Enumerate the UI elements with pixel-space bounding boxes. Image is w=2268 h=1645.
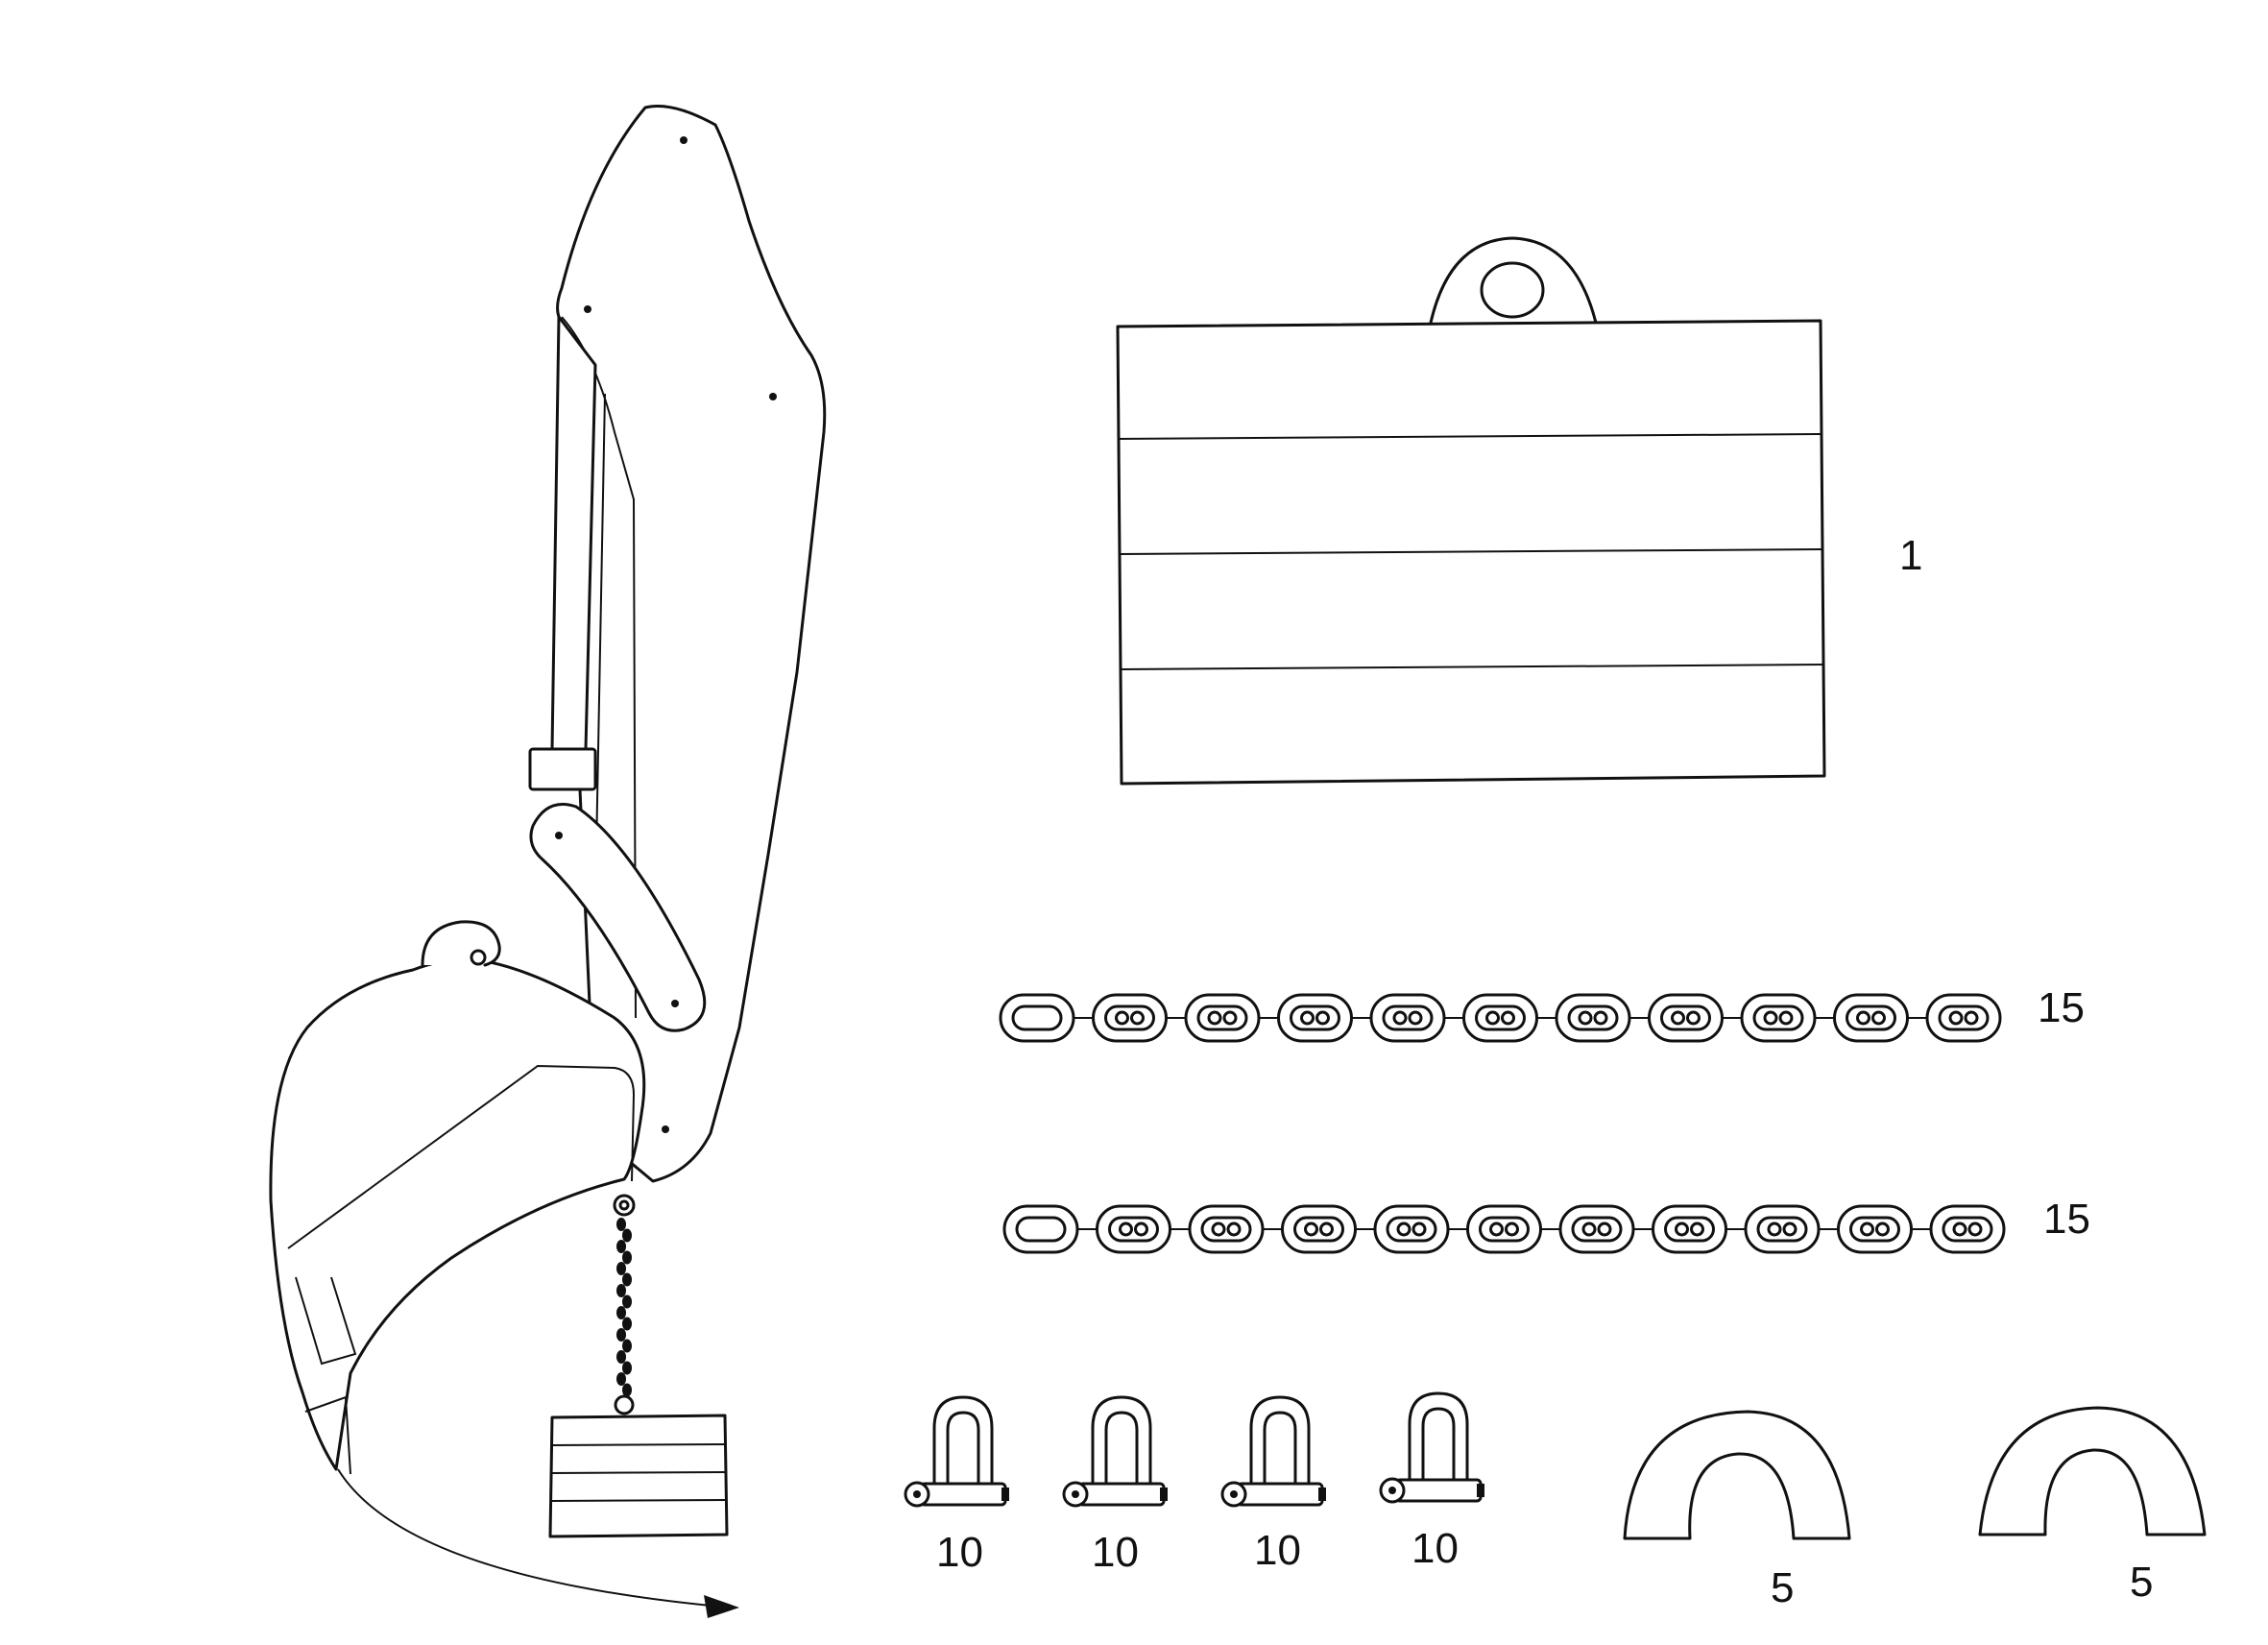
hanging-chain-link bbox=[616, 1284, 626, 1297]
chain-link bbox=[1277, 993, 1371, 1043]
swing-arrow-path bbox=[337, 1468, 712, 1607]
chain-link bbox=[1096, 1204, 1190, 1254]
weight-block-layer-line bbox=[1120, 664, 1824, 670]
chain-link bbox=[1281, 1204, 1375, 1254]
arch-pad-1-quantity-label: 5 bbox=[1771, 1564, 1794, 1611]
shackle bbox=[1379, 1391, 1484, 1504]
hanging-chain-link bbox=[622, 1294, 632, 1309]
bucket-link bbox=[529, 803, 707, 1032]
chain-top-quantity-label: 15 bbox=[2038, 984, 2085, 1031]
chain-link bbox=[1092, 993, 1186, 1043]
weight-block-quantity-label: 1 bbox=[1899, 532, 1922, 579]
bucket-ear-hole bbox=[470, 949, 487, 966]
hanging-chain-link bbox=[622, 1339, 632, 1353]
shackle bbox=[904, 1395, 1009, 1508]
shackle bbox=[1220, 1395, 1326, 1508]
chain-bottom bbox=[1002, 1204, 2006, 1254]
chain-top bbox=[999, 993, 2002, 1043]
bucket-side-line bbox=[295, 1276, 357, 1366]
hanging-chain-link bbox=[622, 1361, 632, 1375]
hanging-chain-link bbox=[622, 1317, 632, 1331]
shackle bbox=[1062, 1395, 1168, 1508]
pivot-pin bbox=[584, 305, 591, 313]
hanging-weight-block bbox=[548, 1414, 729, 1538]
hanging-chain-link bbox=[616, 1240, 626, 1253]
bucket-ear bbox=[421, 920, 501, 967]
pivot-pin bbox=[671, 1000, 679, 1007]
chain-link bbox=[1925, 993, 2002, 1043]
pivot-pin bbox=[555, 832, 563, 839]
chain-link bbox=[1929, 1204, 2006, 1254]
hanging-chain-link bbox=[622, 1250, 632, 1265]
chain-link bbox=[1833, 993, 1927, 1043]
chain-link bbox=[1184, 993, 1279, 1043]
hanging-shackle bbox=[614, 1394, 635, 1415]
chain-link bbox=[999, 993, 1094, 1043]
weight-block-layer-line bbox=[1118, 433, 1822, 440]
swing-arrow-head bbox=[704, 1595, 739, 1618]
hanging-chain-link bbox=[622, 1228, 632, 1243]
excavator-arm-assembly bbox=[269, 104, 827, 1618]
hanging-chain-link bbox=[622, 1272, 632, 1287]
hanging-chain-link bbox=[616, 1372, 626, 1386]
weight-block-eye-hole bbox=[1480, 261, 1545, 319]
hanging-chain-link bbox=[616, 1262, 626, 1275]
hanging-chain-link bbox=[616, 1218, 626, 1231]
weight-block: 1 bbox=[1116, 236, 1922, 786]
chain-link bbox=[1558, 1204, 1653, 1254]
chain-link bbox=[1462, 993, 1556, 1043]
chain-link bbox=[1744, 1204, 1839, 1254]
shackle-1-quantity-label: 10 bbox=[936, 1529, 983, 1576]
shackle-3-quantity-label: 10 bbox=[1254, 1527, 1301, 1574]
chain-link bbox=[1002, 1204, 1098, 1254]
excavator-bucket bbox=[269, 957, 646, 1471]
hanging-chain-links bbox=[616, 1218, 632, 1397]
chain-link bbox=[1466, 1204, 1560, 1254]
bucket-plate-edge bbox=[287, 1064, 636, 1249]
chain-link bbox=[1740, 993, 1835, 1043]
cylinder-collar bbox=[528, 747, 597, 791]
pivot-pin bbox=[662, 1125, 669, 1133]
pivot-pin bbox=[680, 136, 688, 144]
hanging-chain bbox=[613, 1194, 636, 1217]
hanging-chain-link bbox=[616, 1350, 626, 1364]
arch-pad-2-quantity-label: 5 bbox=[2130, 1559, 2153, 1606]
bucket-side-line-lower bbox=[304, 1395, 351, 1475]
chain-link bbox=[1648, 993, 1742, 1043]
hanging-chain-link bbox=[616, 1328, 626, 1342]
chain-link bbox=[1188, 1204, 1283, 1254]
chain-link bbox=[1837, 1204, 1931, 1254]
chain-link bbox=[1369, 993, 1464, 1043]
hanging-chain-link bbox=[616, 1306, 626, 1319]
chain-link bbox=[1373, 1204, 1468, 1254]
shackles-group bbox=[904, 1391, 1484, 1508]
arch-pad-1 bbox=[1623, 1410, 1851, 1540]
weight-block-layer-line bbox=[1119, 548, 1823, 555]
stick-inner-rod-edge bbox=[594, 393, 606, 904]
hanging-chain-link bbox=[622, 1383, 632, 1397]
arch-pad-2 bbox=[1978, 1406, 2207, 1536]
pivot-pin bbox=[769, 393, 777, 400]
chain-link bbox=[1652, 1204, 1746, 1254]
chain-bottom-quantity-label: 15 bbox=[2043, 1196, 2090, 1243]
chain-link bbox=[1555, 993, 1650, 1043]
shackle-2-quantity-label: 10 bbox=[1092, 1529, 1139, 1576]
shackle-4-quantity-label: 10 bbox=[1411, 1525, 1459, 1572]
